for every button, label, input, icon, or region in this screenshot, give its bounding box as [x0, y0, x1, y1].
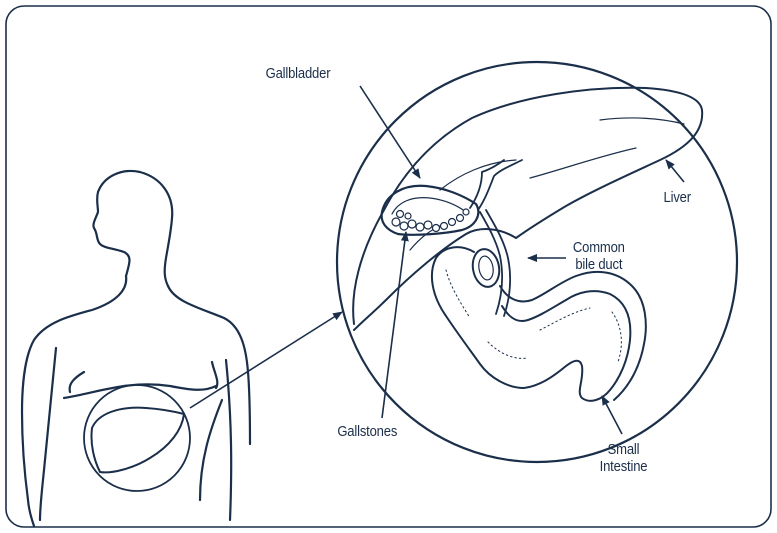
gallbladder-label: Gallbladder — [266, 66, 331, 83]
common-bile-duct-label: Common bile duct — [573, 240, 625, 274]
gallstones-cluster — [392, 209, 469, 232]
liver-drawing — [353, 88, 702, 330]
gallstones-label: Gallstones — [337, 424, 397, 441]
gallbladder-drawing — [382, 186, 479, 235]
magnify-arrow — [190, 312, 342, 408]
liver-label: Liver — [664, 190, 691, 207]
small-intestine-pointer — [602, 396, 622, 434]
small-intestine-label: Small Intestine — [600, 442, 648, 476]
human-figure — [22, 171, 250, 526]
liver-pointer — [666, 160, 684, 182]
label-pointers — [360, 86, 684, 434]
small-liver-outline — [91, 408, 184, 473]
gallstones-pointer — [382, 232, 406, 418]
outer-frame — [6, 6, 771, 527]
gallbladder-pointer — [360, 86, 420, 178]
